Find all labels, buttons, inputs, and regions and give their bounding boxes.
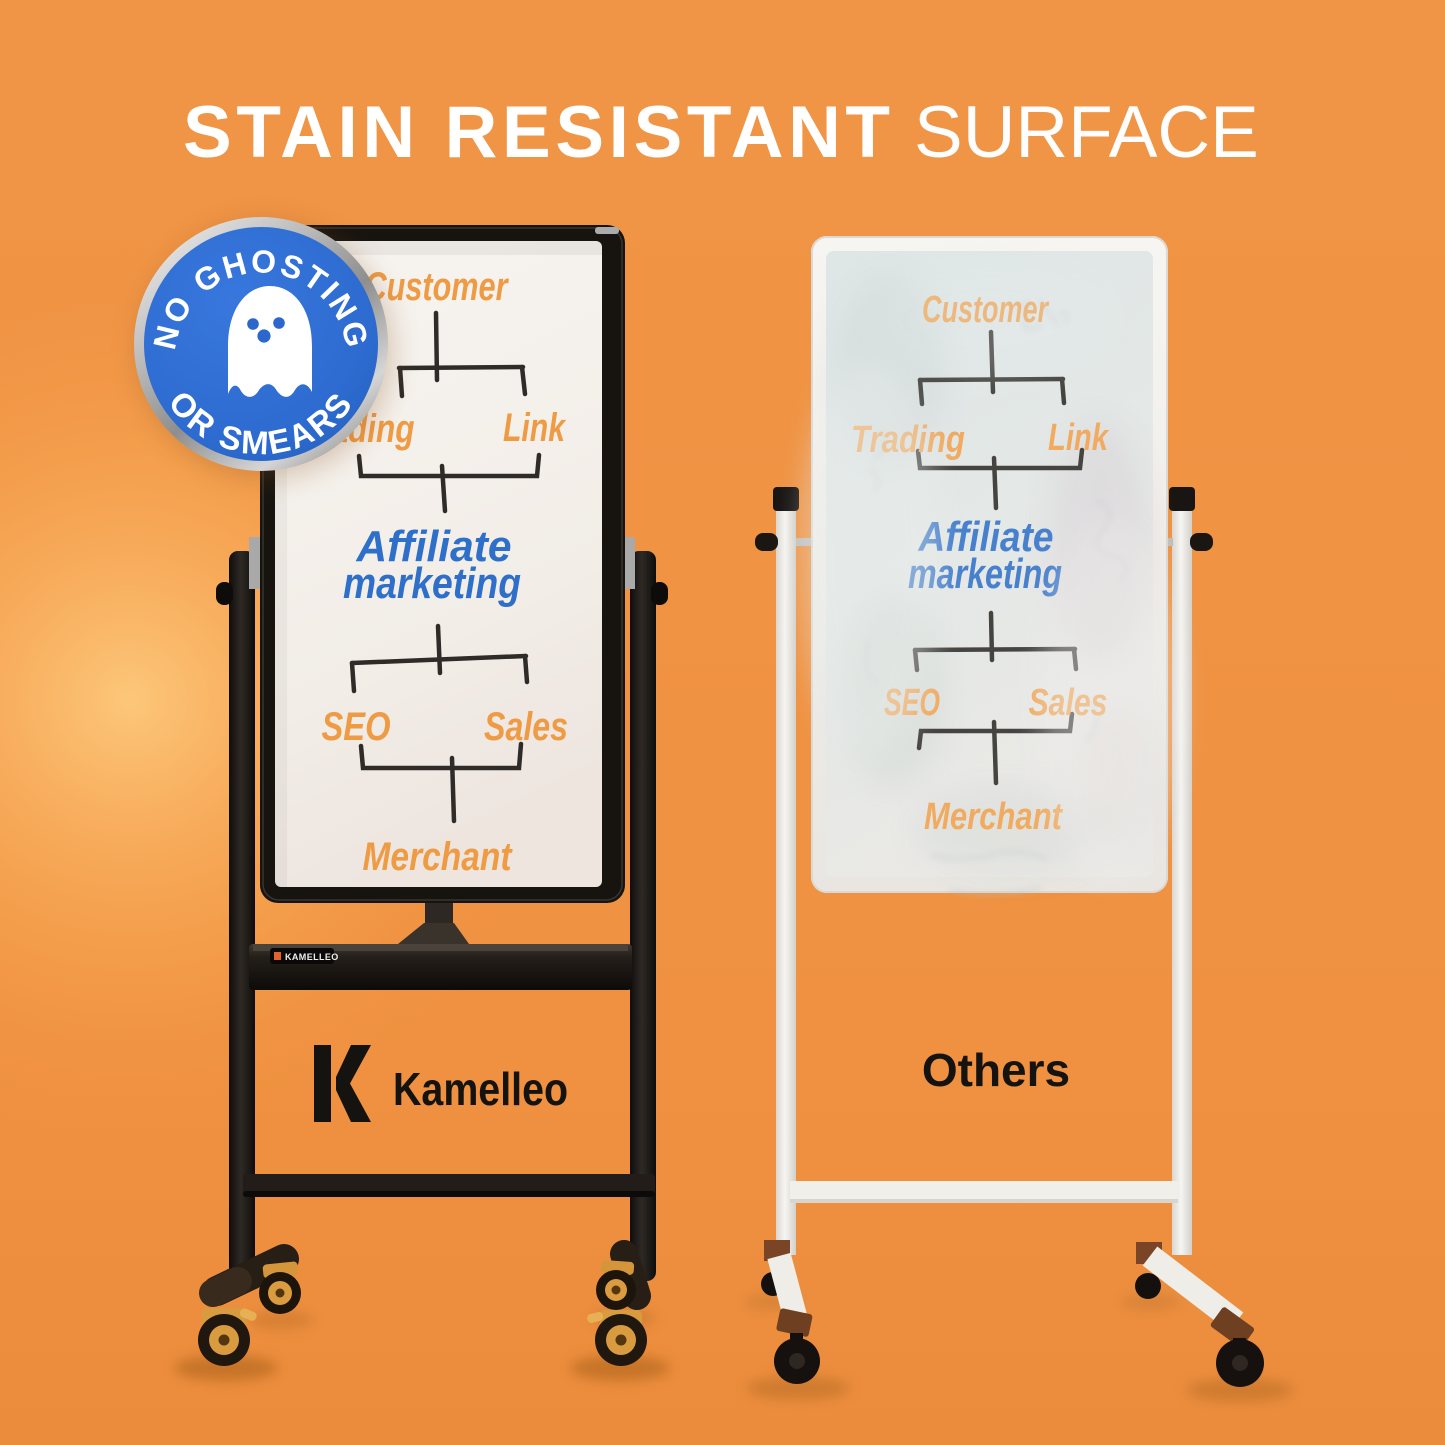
svg-text:Others: Others bbox=[922, 1044, 1070, 1096]
svg-text:SURFACE: SURFACE bbox=[914, 92, 1259, 173]
svg-text:Sales: Sales bbox=[484, 705, 568, 749]
svg-text:Kamelleo: Kamelleo bbox=[393, 1063, 568, 1115]
svg-text:Link: Link bbox=[503, 406, 566, 450]
svg-text:marketing: marketing bbox=[343, 559, 521, 608]
svg-text:Affiliate: Affiliate bbox=[356, 522, 512, 571]
svg-text:Merchant: Merchant bbox=[924, 796, 1063, 838]
svg-text:Merchant: Merchant bbox=[363, 835, 513, 879]
svg-text:Link: Link bbox=[1048, 417, 1109, 459]
svg-text:STAIN RESISTANT: STAIN RESISTANT bbox=[183, 92, 890, 173]
svg-text:Affiliate: Affiliate bbox=[918, 513, 1054, 560]
svg-text:SEO: SEO bbox=[322, 705, 391, 749]
svg-text:KAMELLEO: KAMELLEO bbox=[285, 952, 339, 962]
svg-text:Customer: Customer bbox=[365, 265, 510, 309]
